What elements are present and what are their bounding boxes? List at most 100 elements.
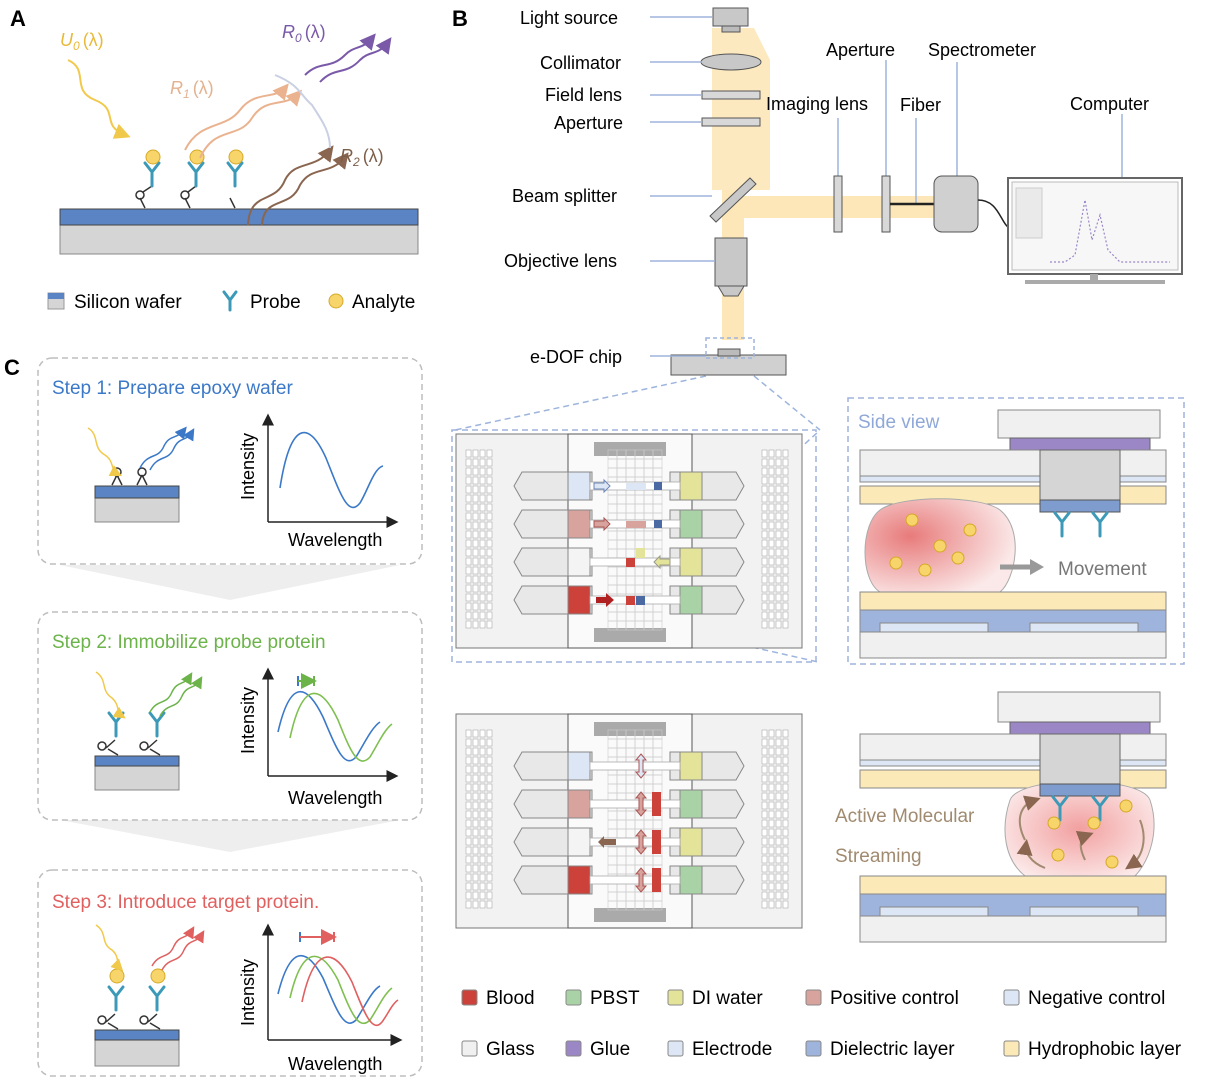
probe-group-1 (135, 149, 161, 209)
label-field-lens: Field lens (545, 85, 622, 105)
label-beam-splitter: Beam splitter (512, 186, 617, 206)
panel-a-legend: Silicon wafer Probe Analyte (47, 290, 415, 313)
legend-silicon-wafer: Silicon wafer (74, 292, 182, 313)
chip-top (455, 433, 803, 649)
label-imaging-lens: Imaging lens (766, 94, 868, 114)
combine-line (274, 74, 331, 149)
legend-analyte: Analyte (352, 292, 415, 313)
legend-swatch-3 (805, 989, 822, 1006)
panel-c-label: C (4, 355, 20, 380)
legend-swatch-8 (805, 1040, 822, 1057)
r0-wave-1 (304, 33, 376, 76)
streaming-label-2: Streaming (835, 846, 922, 867)
legend-swatch-4 (1003, 989, 1020, 1006)
step3-title: Step 3: Introduce target protein. (52, 892, 319, 913)
step1-spectrum (279, 431, 384, 509)
step2-xlabel: Wavelength (288, 788, 382, 808)
legend-swatch-5 (461, 1040, 478, 1057)
r1-label: R1(λ) (170, 78, 214, 101)
wafer-top-layer (59, 208, 419, 226)
spectrometer-box (933, 175, 979, 233)
legend-label-2: DI water (692, 988, 763, 1009)
label-fiber: Fiber (900, 95, 941, 115)
legend-swatch-2 (667, 989, 684, 1006)
step3-spectrum-3 (301, 956, 399, 1027)
step3-ylabel: Intensity (238, 959, 258, 1026)
imaging-lens (833, 175, 843, 233)
legend-label-5: Glass (486, 1039, 535, 1060)
panel-b-label: B (452, 6, 468, 31)
step2-title: Step 2: Immobilize probe protein (52, 632, 326, 653)
legend-label-0: Blood (486, 988, 535, 1009)
side-view-title: Side view (858, 412, 940, 433)
collimator-lens (700, 53, 762, 71)
label-objective: Objective lens (504, 251, 617, 271)
step3-box (37, 869, 423, 1077)
step3-xlabel: Wavelength (288, 1054, 382, 1074)
step2-spectrum-after (289, 692, 393, 762)
step3-spectrum-2 (289, 955, 393, 1025)
legend-label-3: Positive control (830, 988, 959, 1009)
step1-ylabel: Intensity (238, 433, 258, 500)
aperture-left (701, 117, 761, 127)
legend-label-9: Hydrophobic layer (1028, 1039, 1182, 1060)
legend-label-8: Dielectric layer (830, 1039, 955, 1060)
legend-swatch-1 (565, 989, 582, 1006)
panel-b: B (452, 6, 1183, 376)
step1-title: Step 1: Prepare epoxy wafer (52, 378, 293, 399)
side-view-top: Side view Movement (847, 397, 1185, 665)
r2-wave-1 (247, 145, 334, 226)
probe-group-3 (226, 149, 244, 209)
legend-label-4: Negative control (1028, 988, 1165, 1009)
r1-wave-2 (199, 89, 303, 159)
step1-box (37, 357, 423, 565)
r0-wave-2 (319, 37, 392, 83)
chevron-1 (60, 565, 400, 600)
legend-swatch-0 (461, 989, 478, 1006)
r0-label: R0(λ) (282, 22, 326, 45)
panel-a: A (10, 6, 419, 313)
panel-a-label: A (10, 6, 26, 31)
label-light-source: Light source (520, 8, 618, 28)
computer-spectrum (1050, 199, 1170, 263)
beam-splitter (709, 177, 757, 223)
label-collimator: Collimator (540, 53, 621, 73)
movement-label: Movement (1058, 559, 1147, 580)
r2-wave-2 (261, 152, 349, 226)
label-spectrometer: Spectrometer (928, 40, 1036, 60)
step2-ylabel: Intensity (238, 687, 258, 754)
objective-lens (714, 237, 748, 287)
field-lens (701, 90, 761, 100)
chevron-2 (60, 820, 400, 852)
legend-swatch-7 (667, 1040, 684, 1057)
step2-spectrum-before (277, 690, 381, 762)
label-aperture-right: Aperture (826, 40, 895, 60)
legend-swatch-9 (1003, 1040, 1020, 1057)
wafer-base (59, 223, 419, 255)
legend-swatch-6 (565, 1040, 582, 1057)
beam-vertical (712, 28, 770, 190)
step3-spectrum-1 (277, 954, 381, 1024)
step1-xlabel: Wavelength (288, 530, 382, 550)
label-computer: Computer (1070, 94, 1149, 114)
streaming-label-1: Active Molecular (835, 806, 975, 827)
light-source-box (712, 7, 749, 27)
legend-label-7: Electrode (692, 1039, 772, 1060)
legend-label-1: PBST (590, 988, 640, 1009)
label-chip: e-DOF chip (530, 347, 622, 367)
probe-group-2 (180, 149, 205, 209)
u0-label: U0(λ) (60, 30, 104, 53)
legend-probe: Probe (250, 292, 301, 313)
r1-wave-1 (184, 83, 289, 151)
step3-graph: Intensity Wavelength (238, 923, 403, 1074)
bottom-legend: Blood PBST DI water Positive control Negativ… (461, 988, 1182, 1060)
aperture-right (881, 175, 891, 233)
side-view-bottom: Active Molecular Streaming (835, 691, 1167, 943)
incident-light-wave (67, 59, 131, 139)
legend-label-6: Glue (590, 1039, 630, 1060)
legend-analyte-dot (328, 293, 344, 309)
step1-graph: Intensity Wavelength (238, 413, 399, 550)
r2-label: R2(λ) (340, 146, 384, 169)
chip-bottom (455, 713, 803, 929)
panel-c: C Step 1: Prepare epoxy wafer Step 2: Im… (4, 355, 423, 1077)
